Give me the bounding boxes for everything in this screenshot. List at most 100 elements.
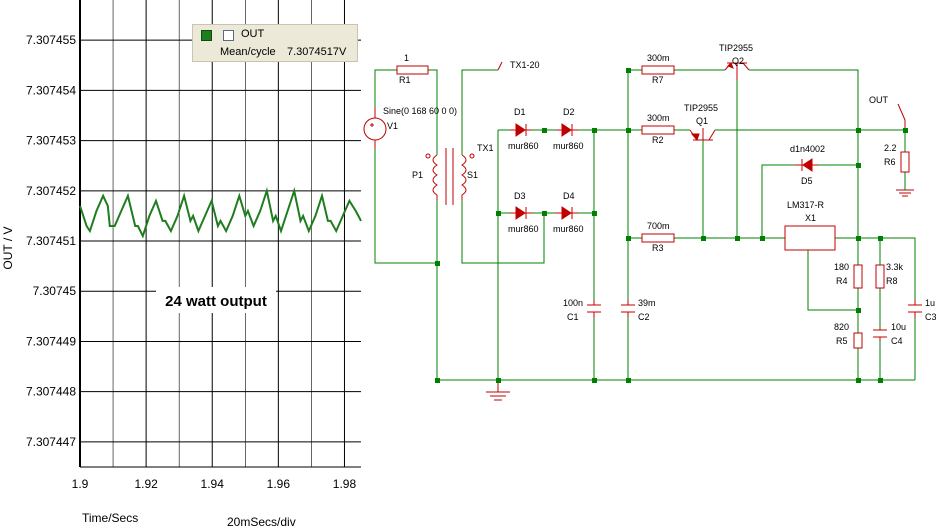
resistor-r1[interactable] <box>396 65 429 75</box>
resistor-r3[interactable] <box>641 233 675 243</box>
label-v1: V1 <box>387 121 398 131</box>
label-c3-value: 1u <box>925 298 935 308</box>
series-visible-checkbox[interactable] <box>201 30 212 41</box>
x-tick-label: 1.92 <box>134 477 158 491</box>
diode-d5[interactable] <box>795 158 818 172</box>
label-d2: D2 <box>563 107 575 117</box>
label-p1: P1 <box>412 170 423 180</box>
label-d5: D5 <box>801 176 813 186</box>
label-q1: Q1 <box>696 116 708 126</box>
label-source-value: Sine(0 168 60 0 0) <box>383 106 457 116</box>
transistor-q2[interactable] <box>724 62 750 80</box>
x-axis-label: Time/Secs <box>82 511 138 525</box>
annotation-backdrop <box>156 287 276 313</box>
capacitor-c2[interactable] <box>621 300 635 318</box>
label-d1-model: mur860 <box>508 141 539 151</box>
x-tick-labels: 1.9 1.92 1.94 1.96 1.98 <box>72 477 357 491</box>
ground-symbol-right <box>896 189 914 197</box>
label-s1: S1 <box>467 170 478 180</box>
resistor-r2[interactable] <box>641 125 675 135</box>
y-tick-label: 7.307448 <box>26 385 76 399</box>
diode-d3[interactable] <box>510 206 532 220</box>
sine-source-v1[interactable] <box>363 108 387 148</box>
resistor-r5[interactable] <box>853 332 863 349</box>
label-c4: C4 <box>891 336 903 346</box>
diode-d2[interactable] <box>556 123 578 137</box>
label-r2-value: 300m <box>647 113 670 123</box>
label-r7-value: 300m <box>647 53 670 63</box>
label-r6-value: 2.2 <box>884 143 897 153</box>
waveform-graph: 7.3074477.3074487.3074497.307457.3074517… <box>1 0 362 529</box>
junction-nodes <box>435 68 908 383</box>
label-d4: D4 <box>563 191 575 201</box>
y-tick-label: 7.307451 <box>26 234 76 248</box>
label-c1: C1 <box>567 312 579 322</box>
capacitor-c1[interactable] <box>587 300 601 318</box>
diode-d1[interactable] <box>510 123 532 137</box>
y-tick-label: 7.307449 <box>26 334 76 348</box>
label-q2: Q2 <box>732 56 744 66</box>
label-r7: R7 <box>652 75 664 85</box>
regulator-x1[interactable] <box>784 225 836 251</box>
label-r1: R1 <box>399 75 411 85</box>
label-c4-value: 10u <box>891 322 906 332</box>
legend-series-name: OUT <box>241 28 265 40</box>
label-r5-value: 820 <box>834 322 849 332</box>
label-c2: C2 <box>638 312 650 322</box>
plot-area[interactable] <box>80 0 361 467</box>
resistor-r8[interactable] <box>875 264 885 289</box>
tx-pin-connector[interactable] <box>497 61 503 71</box>
out-trace[interactable] <box>79 186 362 239</box>
label-q2-model: TIP2955 <box>719 43 753 53</box>
label-q1-model: TIP2955 <box>684 103 718 113</box>
resistor-r6[interactable] <box>900 151 910 173</box>
label-tx1: TX1 <box>477 143 494 153</box>
label-r8: R8 <box>886 276 898 286</box>
ground-symbol-left <box>486 380 510 401</box>
x-tick-label: 1.9 <box>72 477 89 491</box>
output-connector[interactable] <box>897 103 906 130</box>
label-r5: R5 <box>836 336 848 346</box>
transistor-q1[interactable] <box>689 128 716 142</box>
label-r8-value: 3.3k <box>886 262 904 272</box>
x-tick-label: 1.94 <box>201 477 225 491</box>
label-r3: R3 <box>652 243 664 253</box>
y-tick-labels: 7.307447 7.307448 7.307449 7.30745 7.307451 7… <box>26 33 76 449</box>
schematic-wires <box>374 69 916 381</box>
output-annotation: 24 watt output <box>165 293 267 310</box>
time-scale-label: 20mSecs/div <box>227 515 296 529</box>
resistor-r7[interactable] <box>641 65 675 75</box>
label-d3-model: mur860 <box>508 224 539 234</box>
label-r2: R2 <box>652 135 664 145</box>
capacitor-c4[interactable] <box>873 327 887 341</box>
label-r3-value: 700m <box>647 221 670 231</box>
trace-legend: OUT Mean/cycle 7.3074517V <box>192 24 358 62</box>
label-r4-value: 180 <box>834 262 849 272</box>
x-tick-label: 1.96 <box>267 477 291 491</box>
label-c3: C3 <box>925 312 937 322</box>
label-r4: R4 <box>836 276 848 286</box>
label-d3: D3 <box>514 191 526 201</box>
y-axis-label: OUT / V <box>1 226 15 269</box>
label-d5-model: d1n4002 <box>790 144 825 154</box>
transformer-tx1[interactable] <box>425 148 475 205</box>
capacitor-c3[interactable] <box>908 300 922 318</box>
label-d1: D1 <box>514 107 526 117</box>
y-tick-label: 7.30745 <box>33 284 77 298</box>
resistor-r4[interactable] <box>853 264 863 289</box>
y-tick-label: 7.307454 <box>26 83 76 97</box>
series-select-checkbox[interactable] <box>223 30 234 41</box>
y-tick-label: 7.307453 <box>26 134 76 148</box>
x-tick-label: 1.98 <box>333 477 357 491</box>
label-r6: R6 <box>884 157 896 167</box>
schematic-components <box>363 61 922 401</box>
label-d4-model: mur860 <box>553 224 584 234</box>
label-out: OUT <box>869 95 889 105</box>
label-d2-model: mur860 <box>553 141 584 151</box>
schematic-labels: 1 R1 Sine(0 168 60 0 0) V1 TX1-20 TX1 P1… <box>383 43 937 346</box>
diode-d4[interactable] <box>556 206 578 220</box>
mean-cycle-value: 7.3074517V <box>287 46 347 58</box>
label-c1-value: 100n <box>563 298 583 308</box>
y-tick-label: 7.307447 <box>26 435 76 449</box>
label-x1-model: LM317-R <box>787 200 825 210</box>
